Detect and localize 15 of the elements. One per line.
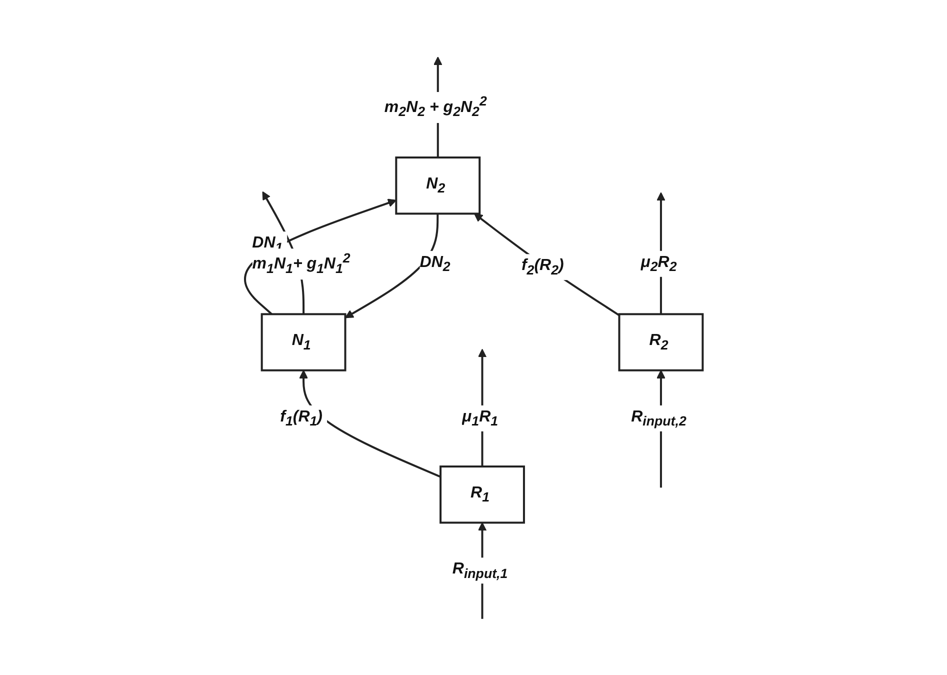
arrow: [298, 370, 441, 478]
edge-label: f$_{1}$(R$_{1}$): [280, 408, 322, 428]
arrow: [244, 198, 396, 314]
node-box: R$_{1}$: [439, 465, 525, 524]
arrow: [474, 212, 620, 316]
node-box: R$_{2}$: [618, 312, 704, 371]
node-box: N$_{2}$: [394, 156, 480, 214]
arrow: [344, 213, 438, 318]
edge-label: DN$_{2}$: [419, 253, 450, 274]
edge-label: μ$_{2}$R$_{2}$: [640, 253, 676, 274]
edge-label: f$_{2}$(R$_{2}$): [521, 256, 564, 277]
node-box: N$_{1}$: [260, 312, 346, 371]
edge-label: μ$_{1}$R$_{1}$: [462, 408, 498, 428]
edge-label: R$_{input,1}$: [452, 560, 508, 580]
edge-label: R$_{input,2}$: [630, 408, 686, 428]
